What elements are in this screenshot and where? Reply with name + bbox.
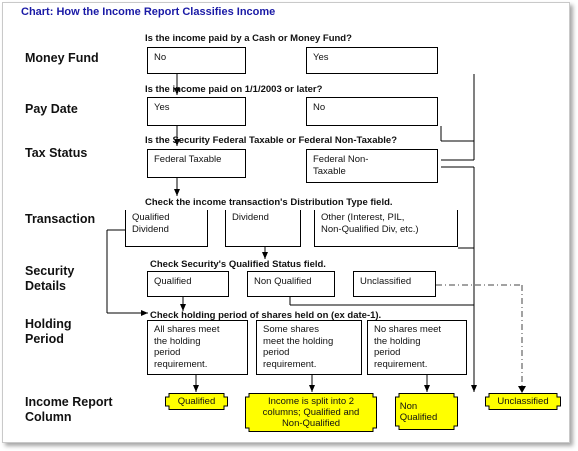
question-distribution-type: Check the income transaction's Distribut… xyxy=(145,197,393,208)
box-holding-all: All shares meet the holding period requi… xyxy=(147,320,248,375)
box-federal-non-taxable: Federal Non- Taxable xyxy=(306,149,438,183)
result-unclassified-label: Unclassified xyxy=(497,396,549,407)
box-pay-date-no: No xyxy=(306,97,438,126)
question-pay-date: Is the income paid on 1/1/2003 or later? xyxy=(145,84,323,95)
box-federal-taxable: Federal Taxable xyxy=(147,149,246,178)
result-non-qualified-label: Non Qualified xyxy=(399,400,438,423)
result-qualified-shape xyxy=(165,393,228,410)
box-holding-none: No shares meet the holding period requir… xyxy=(367,320,467,375)
box-security-unclassified: Unclassified xyxy=(353,271,436,297)
chart-title: Chart: How the Income Report Classifies … xyxy=(21,6,276,18)
row-label-tax-status: Tax Status xyxy=(25,146,88,160)
row-label-pay-date: Pay Date xyxy=(25,102,78,116)
box-money-fund-yes: Yes xyxy=(306,47,438,74)
result-qualified: Qualified xyxy=(165,393,228,410)
question-holding-period: Check holding period of shares held on (… xyxy=(150,310,382,321)
row-label-holding-period: Holding Period xyxy=(25,317,72,346)
result-qualified-label: Qualified xyxy=(177,396,216,407)
row-label-security-details: Security Details xyxy=(25,264,75,293)
result-unclassified: Unclassified xyxy=(485,393,561,410)
result-unclassified-shape xyxy=(485,393,561,410)
question-qualified-status: Check Security's Qualified Status field. xyxy=(150,259,326,270)
box-dividend: Dividend xyxy=(225,210,301,247)
result-non-qualified-shape xyxy=(395,393,458,430)
result-split-label: Income is split into 2 columns; Qualifie… xyxy=(262,396,360,429)
row-label-income-report-column: Income Report Column xyxy=(25,395,113,424)
box-pay-date-yes: Yes xyxy=(147,97,246,126)
question-tax-status: Is the Security Federal Taxable or Feder… xyxy=(145,135,398,146)
box-qualified-dividend: Qualified Dividend xyxy=(125,210,208,247)
result-split-shape xyxy=(245,393,377,432)
result-non-qualified: Non Qualified xyxy=(395,393,458,430)
box-holding-some: Some shares meet the holding period requ… xyxy=(256,320,362,375)
box-security-qualified: Qualified xyxy=(147,271,229,297)
box-money-fund-no: No xyxy=(147,47,246,74)
question-money-fund: Is the income paid by a Cash or Money Fu… xyxy=(145,33,352,44)
box-security-non-qualified: Non Qualified xyxy=(247,271,335,297)
row-label-money-fund: Money Fund xyxy=(25,51,99,65)
result-split: Income is split into 2 columns; Qualifie… xyxy=(245,393,377,432)
row-label-transaction: Transaction xyxy=(25,212,96,226)
box-other-transaction: Other (Interest, PIL, Non-Qualified Div,… xyxy=(314,210,458,247)
